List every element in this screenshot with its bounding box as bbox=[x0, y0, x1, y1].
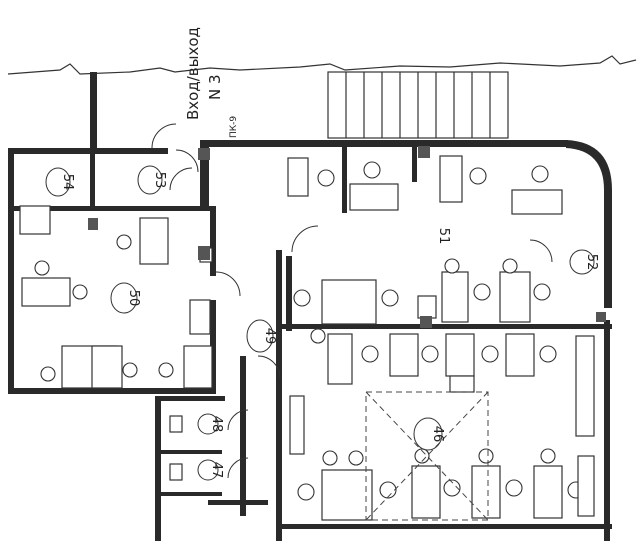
svg-text:52: 52 bbox=[584, 254, 599, 271]
room-54-label: 54 bbox=[45, 167, 75, 197]
toilet-fixtures bbox=[169, 415, 183, 481]
room-49-label: 49 bbox=[246, 319, 277, 353]
svg-text:47: 47 bbox=[209, 462, 224, 479]
marker-text: ПК-9 bbox=[229, 116, 239, 138]
room-52-label: 52 bbox=[569, 249, 599, 275]
marker-label: ПК-9 bbox=[229, 116, 239, 138]
room-46-label: 46 bbox=[413, 417, 445, 451]
svg-text:50: 50 bbox=[126, 290, 141, 307]
room-48-label: 48 bbox=[197, 413, 224, 435]
room-50-label: 50 bbox=[110, 282, 141, 314]
svg-text:46: 46 bbox=[430, 426, 445, 443]
corridor-furniture bbox=[287, 157, 335, 455]
column-blocks bbox=[88, 146, 606, 328]
stairs bbox=[327, 71, 509, 139]
room-53-label: 53 bbox=[137, 165, 167, 195]
svg-text:51: 51 bbox=[436, 228, 451, 245]
room-50-furniture bbox=[21, 217, 213, 389]
entrance-title: Вход/выход bbox=[184, 27, 202, 120]
entrance-label: Вход/выход N 3 bbox=[184, 27, 224, 120]
room-47-label: 47 bbox=[197, 459, 224, 481]
walls bbox=[8, 72, 612, 541]
room-51-furniture bbox=[293, 155, 563, 325]
svg-text:48: 48 bbox=[209, 416, 224, 433]
cabinet bbox=[19, 205, 51, 235]
room-labels: 54 53 50 49 51 52 46 48 bbox=[45, 165, 599, 481]
doors bbox=[151, 123, 553, 479]
svg-text:53: 53 bbox=[152, 172, 167, 189]
site-boundary-line bbox=[7, 55, 637, 75]
room-51-label: 51 bbox=[436, 228, 451, 245]
svg-text:49: 49 bbox=[262, 328, 277, 345]
entrance-number: N 3 bbox=[206, 74, 224, 100]
svg-text:54: 54 bbox=[60, 174, 75, 191]
room-46-furniture bbox=[297, 328, 595, 521]
